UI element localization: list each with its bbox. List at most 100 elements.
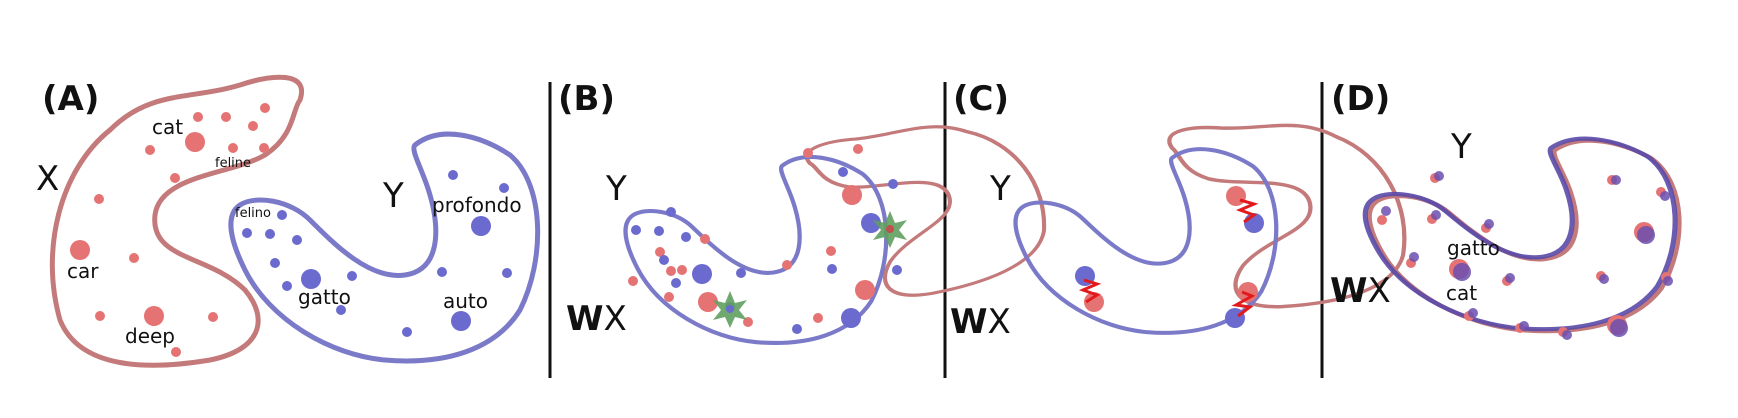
word-point xyxy=(677,265,687,275)
word-point xyxy=(888,179,898,189)
y-word-points xyxy=(631,167,902,334)
space-wx-label: WX xyxy=(566,299,627,339)
space-w-label: W xyxy=(950,302,988,342)
word-label-auto: auto xyxy=(443,289,488,313)
space-x-label: X xyxy=(1368,271,1391,311)
word-point xyxy=(448,170,458,180)
word-point xyxy=(838,167,848,177)
wx-word-points xyxy=(628,144,875,327)
word-point xyxy=(1611,175,1621,185)
word-point xyxy=(1505,273,1515,283)
word-point xyxy=(736,268,746,278)
word-point xyxy=(242,228,252,238)
word-point xyxy=(277,210,287,220)
word-label-deep: deep xyxy=(125,324,175,348)
word-label-car: car xyxy=(67,259,99,283)
panel-a: (A) X Y xyxy=(36,77,538,365)
word-point xyxy=(1409,252,1419,262)
word-point xyxy=(671,278,681,288)
panel-c-label: (C) xyxy=(953,79,1009,119)
word-point xyxy=(208,312,218,322)
word-point xyxy=(170,173,180,183)
mismatch-link xyxy=(1231,290,1256,318)
panel-b: (B) Y WX xyxy=(558,79,1059,343)
word-point xyxy=(171,347,181,357)
panel-d: (D) Y WX xyxy=(1330,79,1679,340)
space-wx-label: WX xyxy=(950,302,1011,342)
word-point xyxy=(855,280,875,300)
word-point xyxy=(631,225,641,235)
mismatch-link xyxy=(1078,278,1102,304)
anchor-star-2 xyxy=(873,211,907,248)
space-y-label: Y xyxy=(1450,127,1472,167)
word-point xyxy=(502,268,512,278)
word-point xyxy=(1562,330,1572,340)
panel-d-label: (D) xyxy=(1331,79,1390,119)
word-label-profondo: profondo xyxy=(432,193,522,217)
y-word-points xyxy=(242,170,512,337)
word-point xyxy=(664,292,674,302)
word-point xyxy=(451,311,471,331)
word-label-felino: felino xyxy=(235,206,271,221)
word-point xyxy=(1381,206,1391,216)
word-point xyxy=(1663,276,1673,286)
word-point xyxy=(260,103,270,113)
word-label-cat: cat xyxy=(152,115,183,139)
word-point xyxy=(228,143,238,153)
word-point xyxy=(1599,274,1609,284)
word-point xyxy=(628,276,638,286)
word-point xyxy=(292,235,302,245)
embedding-space-y-outline xyxy=(1365,139,1675,330)
anchor-point xyxy=(726,305,734,313)
word-point xyxy=(841,308,861,328)
word-point xyxy=(336,305,346,315)
word-point xyxy=(144,306,164,326)
word-point xyxy=(185,132,205,152)
word-point xyxy=(347,271,357,281)
word-point xyxy=(259,143,269,153)
word-label-cat: cat xyxy=(1446,281,1477,305)
word-point xyxy=(792,324,802,334)
word-point xyxy=(1453,263,1471,281)
word-point xyxy=(666,207,676,217)
word-point xyxy=(861,213,881,233)
word-point xyxy=(681,232,691,242)
word-point xyxy=(782,260,792,270)
hub-pair-2 xyxy=(1226,186,1264,233)
word-point-y xyxy=(1225,308,1245,328)
word-point xyxy=(1660,191,1670,201)
space-x-label: X xyxy=(988,302,1011,342)
space-w-label: W xyxy=(1330,271,1368,311)
word-point xyxy=(692,264,712,284)
panel-a-label: (A) xyxy=(42,79,99,119)
word-point xyxy=(193,112,203,122)
word-point xyxy=(1431,210,1441,220)
word-point-wx xyxy=(1084,292,1104,312)
panel-b-label: (B) xyxy=(558,79,615,119)
anchor-star-1 xyxy=(713,291,747,328)
word-point xyxy=(95,311,105,321)
word-point xyxy=(892,265,902,275)
word-label-gatto: gatto xyxy=(1447,236,1500,260)
word-point-wx xyxy=(1226,186,1246,206)
word-point xyxy=(1434,171,1444,181)
word-point xyxy=(248,121,258,131)
word-point xyxy=(265,229,275,239)
word-point xyxy=(471,216,491,236)
word-point xyxy=(1637,226,1655,244)
word-point xyxy=(803,148,813,158)
word-label-gatto: gatto xyxy=(298,285,351,309)
word-point xyxy=(853,144,863,154)
word-point xyxy=(700,234,710,244)
x-word-points xyxy=(70,103,270,357)
word-point xyxy=(654,226,664,236)
word-point xyxy=(129,253,139,263)
word-point xyxy=(402,327,412,337)
word-point xyxy=(145,145,155,155)
word-point xyxy=(1610,319,1628,337)
hub-pair-1 xyxy=(1075,266,1104,312)
space-y-label: Y xyxy=(989,169,1011,209)
word-point xyxy=(826,246,836,256)
word-point xyxy=(94,194,104,204)
